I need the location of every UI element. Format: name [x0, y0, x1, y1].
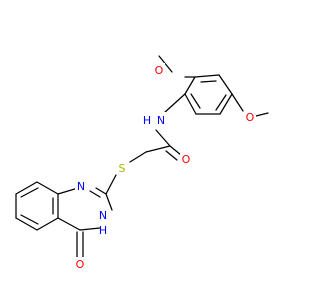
nitrogen-label: N	[157, 114, 165, 127]
bond	[169, 145, 182, 156]
bond	[231, 93, 244, 112]
bond	[57, 217, 81, 231]
bond	[89, 190, 101, 198]
bond	[36, 181, 59, 195]
bonds	[15, 55, 269, 259]
bond	[219, 93, 233, 115]
bond	[20, 214, 39, 225]
nitrogen-label: N	[99, 209, 107, 222]
hydrogen-label: H	[143, 114, 151, 127]
bond	[105, 174, 117, 195]
bond	[158, 55, 173, 73]
oxygen-label: O	[182, 153, 191, 166]
bond	[79, 227, 101, 231]
bond	[129, 151, 147, 163]
bond	[165, 150, 178, 161]
bond	[15, 217, 38, 231]
bond	[184, 76, 196, 95]
hydrogen-label: H	[99, 224, 107, 237]
bond	[105, 193, 113, 211]
bond	[190, 93, 201, 109]
oxygen-label: O	[246, 111, 255, 124]
bond	[255, 112, 269, 117]
bond	[218, 74, 233, 95]
atom-labels: O O H N O S N N H O	[74, 63, 256, 271]
bond	[155, 129, 171, 147]
bond	[20, 187, 39, 198]
nitrogen-label: N	[77, 180, 85, 193]
bond	[57, 187, 79, 195]
bond	[163, 93, 186, 114]
bond	[215, 94, 227, 111]
bond	[194, 74, 220, 78]
oxygen-label: O	[76, 258, 85, 271]
bond	[15, 181, 38, 195]
bond	[145, 145, 171, 153]
structure-svg: O O H N O S N N H O	[15, 55, 269, 271]
oxygen-label: O	[155, 64, 164, 77]
molecule-diagram: O O H N O S N N H O	[15, 55, 269, 271]
bond	[200, 80, 217, 83]
bond	[95, 187, 107, 195]
sulfur-label: S	[119, 162, 126, 175]
bond	[36, 217, 59, 231]
bond	[184, 93, 197, 115]
